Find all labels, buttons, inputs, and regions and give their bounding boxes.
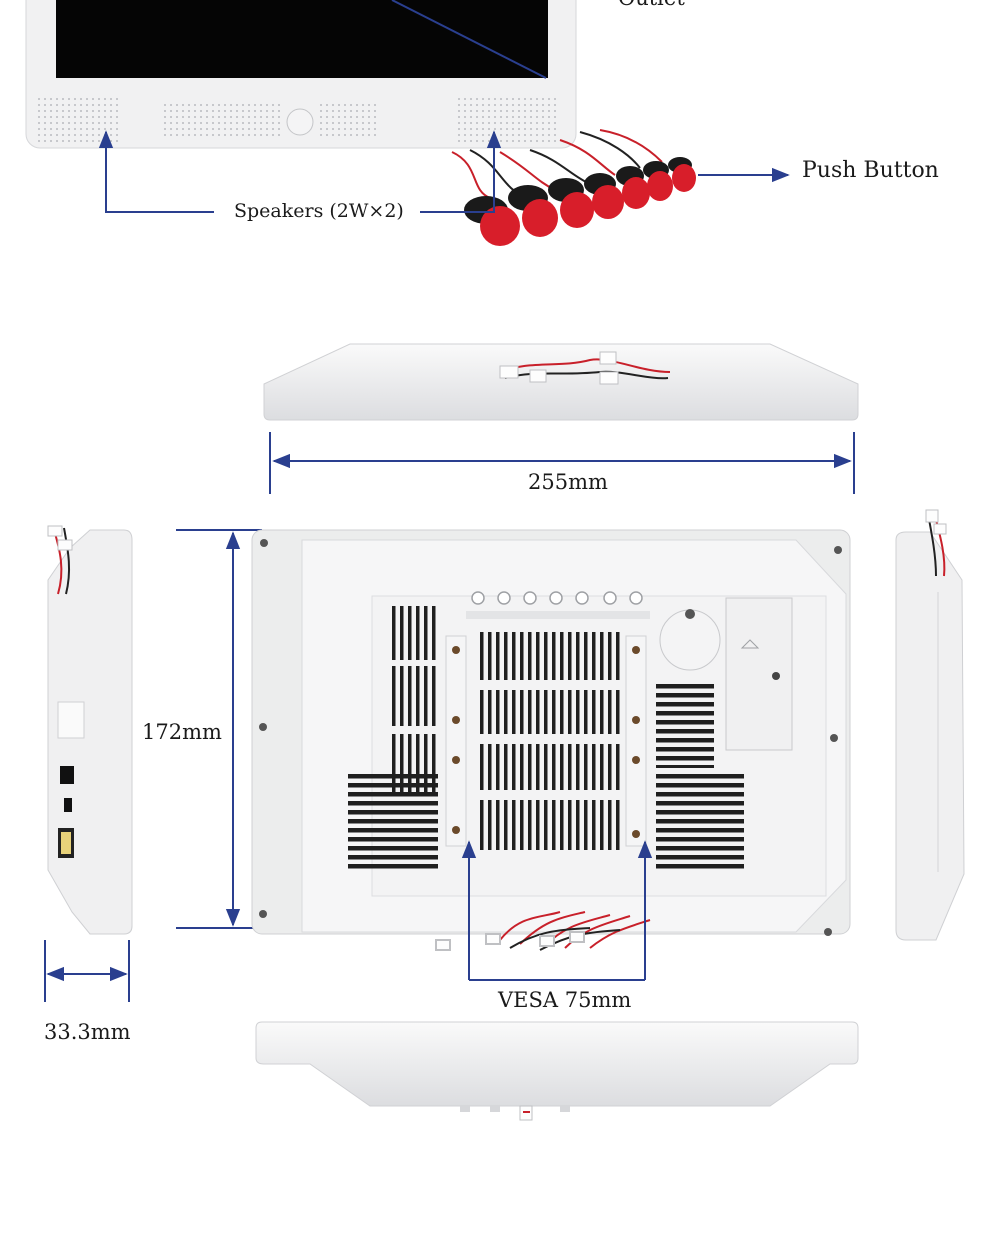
vesa-dimension bbox=[461, 840, 653, 981]
vesa-label: VESA 75mm bbox=[498, 988, 632, 1012]
front-view-device bbox=[25, 0, 577, 149]
right-side-view bbox=[895, 509, 965, 941]
thickness-label: 33.3mm bbox=[44, 1020, 131, 1044]
speaker-grille-icon bbox=[160, 104, 280, 138]
vent-slots-icon bbox=[476, 800, 620, 850]
vent-slots-icon bbox=[476, 690, 620, 734]
dc-jack-icon bbox=[60, 766, 74, 784]
top-partial-label: Outlet bbox=[618, 0, 685, 10]
left-side-view bbox=[47, 525, 133, 935]
vent-slots-icon bbox=[476, 744, 620, 790]
push-button-label: Push Button bbox=[802, 158, 939, 183]
vent-slots-icon bbox=[392, 606, 438, 660]
top-annotations bbox=[98, 130, 790, 213]
vent-slots-icon bbox=[656, 684, 714, 768]
vent-slots-icon bbox=[392, 666, 438, 726]
width-label: 255mm bbox=[528, 470, 608, 494]
back-wires bbox=[435, 911, 651, 951]
speaker-grille-right-icon bbox=[456, 98, 556, 142]
height-label: 172mm bbox=[142, 720, 222, 744]
red-push-button-icon bbox=[464, 157, 696, 246]
speaker-grille-left-icon bbox=[36, 98, 120, 142]
speakers-label: Speakers (2W×2) bbox=[234, 200, 404, 222]
screen bbox=[56, 0, 548, 78]
height-dimension bbox=[176, 529, 262, 929]
width-dimension bbox=[269, 432, 855, 494]
vent-slots-icon bbox=[476, 632, 620, 680]
thickness-dimension bbox=[44, 940, 130, 1002]
port-icon bbox=[64, 798, 72, 812]
vent-slots-icon bbox=[348, 772, 438, 870]
vent-slots-icon bbox=[656, 770, 744, 870]
top-edge-view bbox=[263, 343, 859, 421]
speaker-grille-icon bbox=[318, 104, 378, 138]
bottom-edge-view bbox=[255, 1021, 859, 1121]
home-button-icon bbox=[286, 108, 314, 136]
back-view-device bbox=[251, 529, 851, 936]
